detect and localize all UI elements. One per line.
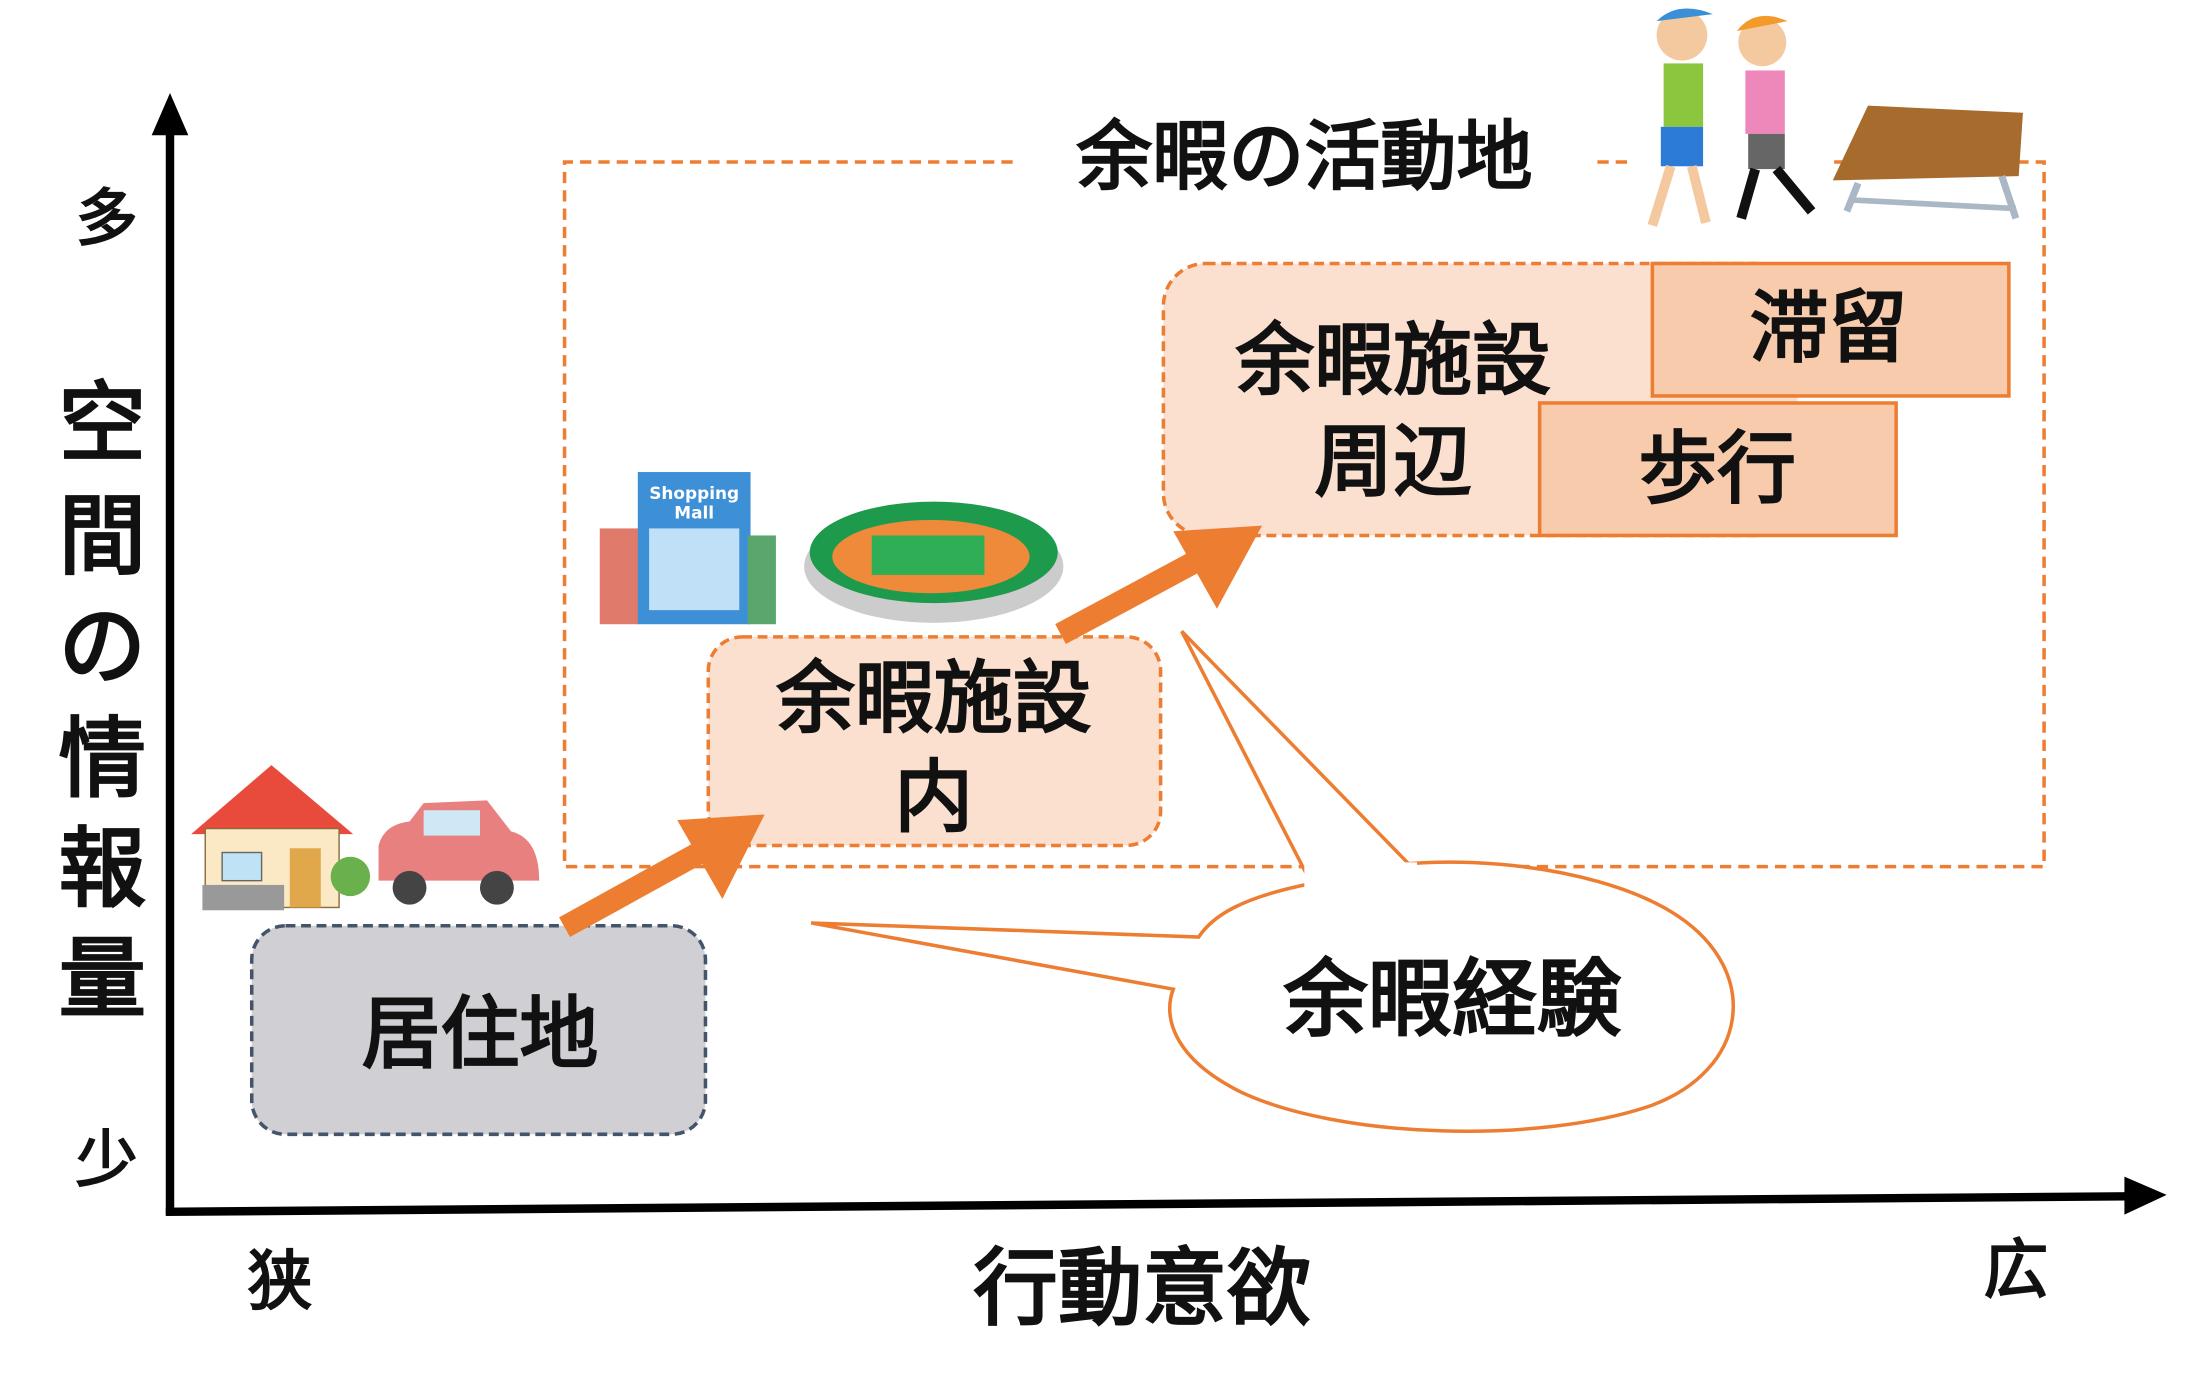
x-axis xyxy=(165,1176,2167,1217)
x-axis-title: 行動意欲 xyxy=(973,1240,1311,1338)
car-icon xyxy=(378,800,540,905)
walking-people-icon xyxy=(1647,8,1816,227)
y-high-label: 多 xyxy=(76,182,138,255)
y-title-char: 情 xyxy=(59,708,146,810)
region-title: 余暇の活動地 xyxy=(1075,112,1532,201)
residence-box: 居住地 xyxy=(249,924,708,1137)
y-low-label: 少 xyxy=(76,1123,138,1196)
y-title-char: 空 xyxy=(59,373,146,475)
y-title-char: 量 xyxy=(59,928,146,1030)
y-axis-arrow-icon xyxy=(151,93,189,136)
mall-sign-line-2: Mall xyxy=(674,503,714,523)
residence-label: 居住地 xyxy=(362,988,599,1080)
bench-icon xyxy=(1832,105,2023,220)
y-title-char: 報 xyxy=(59,818,147,920)
y-title-char: 間 xyxy=(59,485,146,587)
mall-sign-line-1: Shopping xyxy=(649,483,739,503)
arrow-residence-to-facility xyxy=(559,814,765,938)
walk-tag: 歩行 xyxy=(1537,401,1898,538)
house-icon xyxy=(191,765,371,911)
x-axis-arrow-icon xyxy=(2124,1176,2167,1215)
shopping-mall-icon: Shopping Mall xyxy=(599,472,776,625)
stay-label: 滞留 xyxy=(1750,282,1908,374)
stadium-icon xyxy=(804,501,1064,623)
x-low-label: 狭 xyxy=(248,1244,313,1319)
y-title-char: の xyxy=(59,595,146,697)
facility-around-label-1: 余暇施設 xyxy=(1234,315,1551,407)
arrow-facility-to-around xyxy=(1055,525,1263,645)
y-axis xyxy=(151,93,189,1215)
x-high-label: 広 xyxy=(1984,1233,2049,1308)
facility-around-label-2: 周辺 xyxy=(1314,416,1472,508)
facility-inside-label-1: 余暇施設 xyxy=(775,653,1092,745)
leisure-experience-bubble: 余暇経験 xyxy=(810,630,1735,1133)
y-axis-title: 空 間 の 情 報 量 xyxy=(59,373,147,1030)
bubble-label: 余暇経験 xyxy=(1282,951,1622,1049)
facility-inside-box: 余暇施設 内 xyxy=(706,635,1163,848)
facility-inside-label-2: 内 xyxy=(894,751,973,843)
walk-label: 歩行 xyxy=(1638,423,1796,515)
stay-tag: 滞留 xyxy=(1650,261,2011,398)
